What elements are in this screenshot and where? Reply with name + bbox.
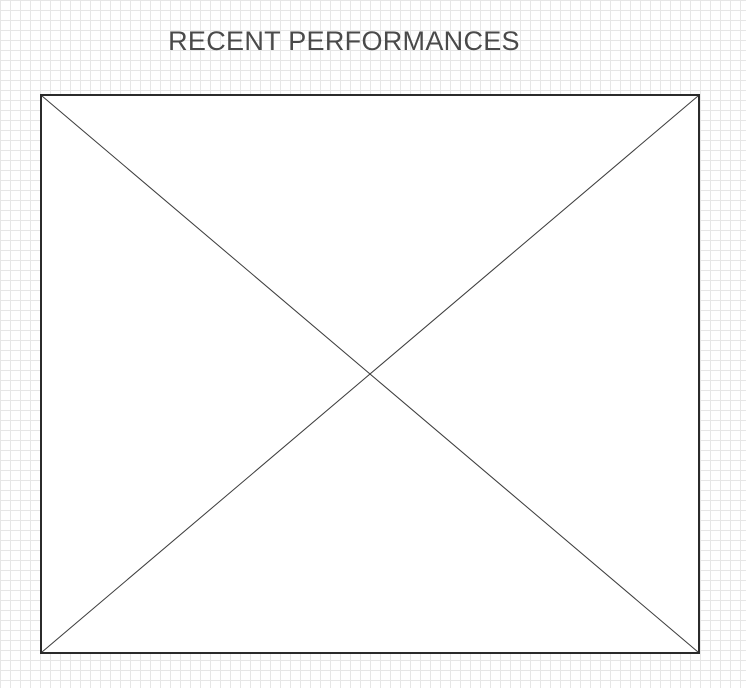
image-placeholder-cross-icon — [42, 96, 698, 652]
section-heading: RECENT PERFORMANCES — [168, 26, 520, 56]
image-placeholder — [40, 94, 700, 654]
